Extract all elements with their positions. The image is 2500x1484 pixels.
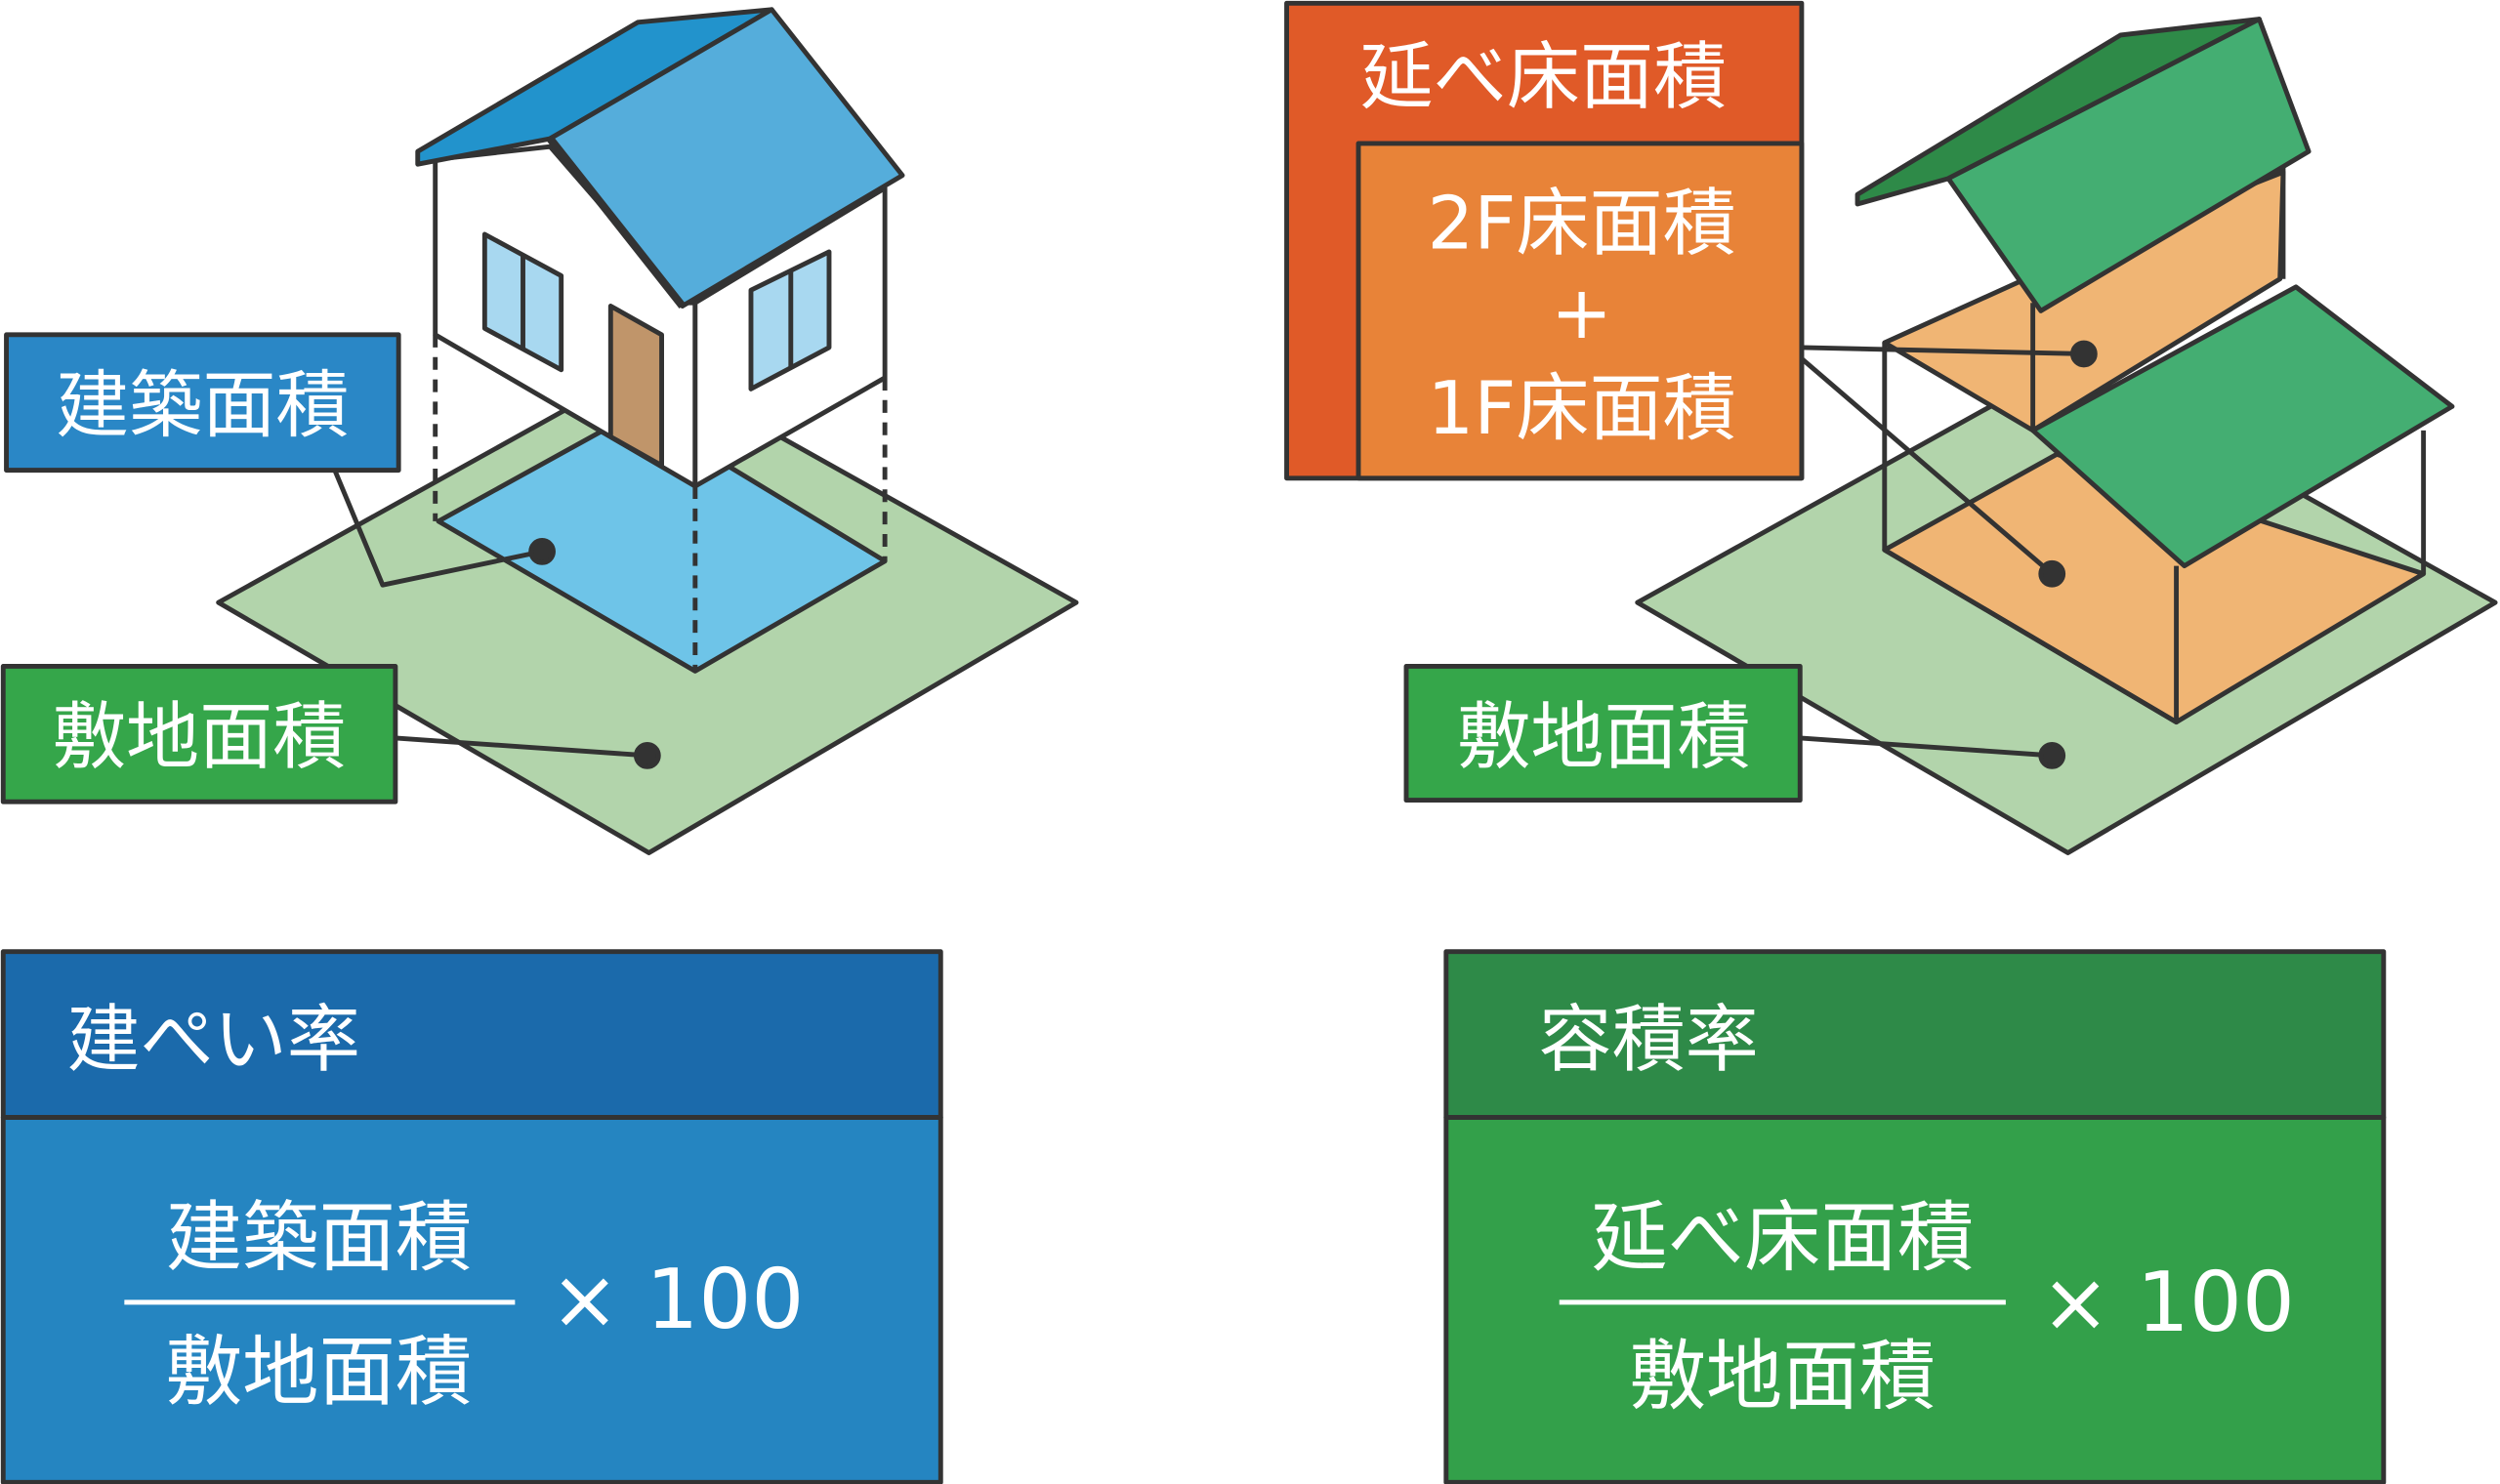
right-house-illustration: [1635, 17, 2498, 855]
coverage-numerator: 建築面積: [166, 1194, 472, 1283]
far-denominator: 敷地面積: [1630, 1333, 1936, 1422]
site-area-text-right: 敷地面積: [1457, 693, 1750, 779]
site-area-label-right: 敷地面積: [1403, 664, 1803, 804]
site-area-label-left: 敷地面積: [0, 664, 398, 804]
plus-sign: +: [1551, 269, 1612, 355]
coverage-multiplier: × 100: [550, 1252, 804, 1348]
coverage-ratio-box: 建ぺい率 建築面積 敷地面積 × 100: [0, 949, 943, 1484]
floor2-area-text: 2F床面積: [1427, 181, 1735, 267]
total-floor-area-text: 延べ床面積: [1360, 33, 1727, 119]
far-numerator: 延べ床面積: [1591, 1194, 1974, 1283]
building-area-text: 建築面積: [56, 362, 349, 448]
total-floor-area-label: 延べ床面積 2F床面積 + 1F床面積: [1284, 0, 1805, 481]
house-door: [607, 304, 664, 469]
floor-area-ratio-box: 容積率 延べ床面積 敷地面積 × 100: [1443, 949, 2387, 1484]
floor1-area-text: 1F床面積: [1427, 365, 1735, 451]
building-area-label: 建築面積: [4, 332, 401, 474]
floor-area-ratio-title: 容積率: [1539, 997, 1759, 1083]
site-area-text-left: 敷地面積: [53, 693, 346, 779]
lower-roof: [2030, 284, 2455, 569]
left-house-illustration: [216, 7, 1079, 855]
coverage-denominator: 敷地面積: [166, 1328, 472, 1417]
far-multiplier: × 100: [2041, 1255, 2295, 1351]
coverage-ratio-title: 建ぺい率: [67, 997, 360, 1083]
upper-roof-light: [1945, 17, 2312, 313]
